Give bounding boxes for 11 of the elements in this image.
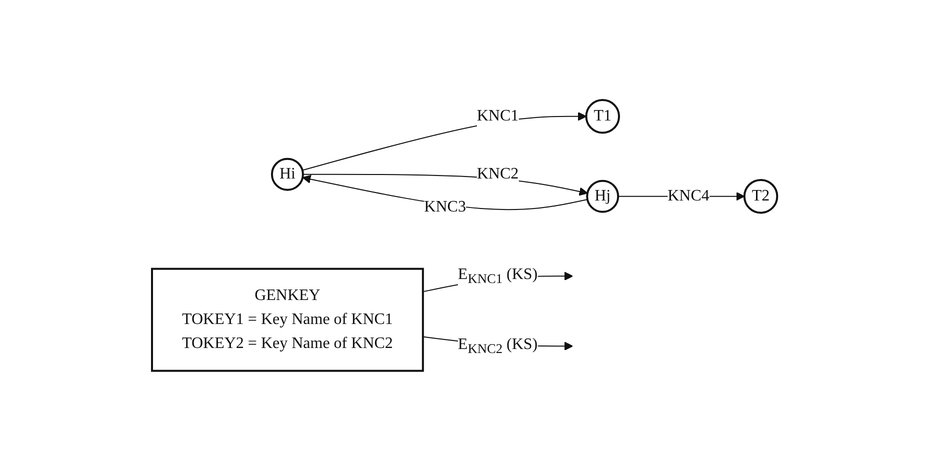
node-box: GENKEY TOKEY1 = Key Name of KNC1 TOKEY2 = Key Name of KNC2: [151, 268, 424, 372]
edge-label: E$_{KNC1}$ (KS): [458, 266, 538, 286]
node-circle: Hi: [271, 158, 304, 191]
node-circle: T2: [744, 179, 779, 214]
edge-label: KNC2: [477, 165, 520, 182]
edge-label: E$_{KNC2}$ (KS): [458, 336, 538, 356]
edge-label: KNC4: [668, 187, 710, 204]
edge-label: KNC1: [477, 107, 520, 124]
node-circle: T1: [586, 99, 620, 134]
edge-label: KNC3: [424, 198, 466, 216]
node-circle: Hj: [586, 180, 620, 213]
